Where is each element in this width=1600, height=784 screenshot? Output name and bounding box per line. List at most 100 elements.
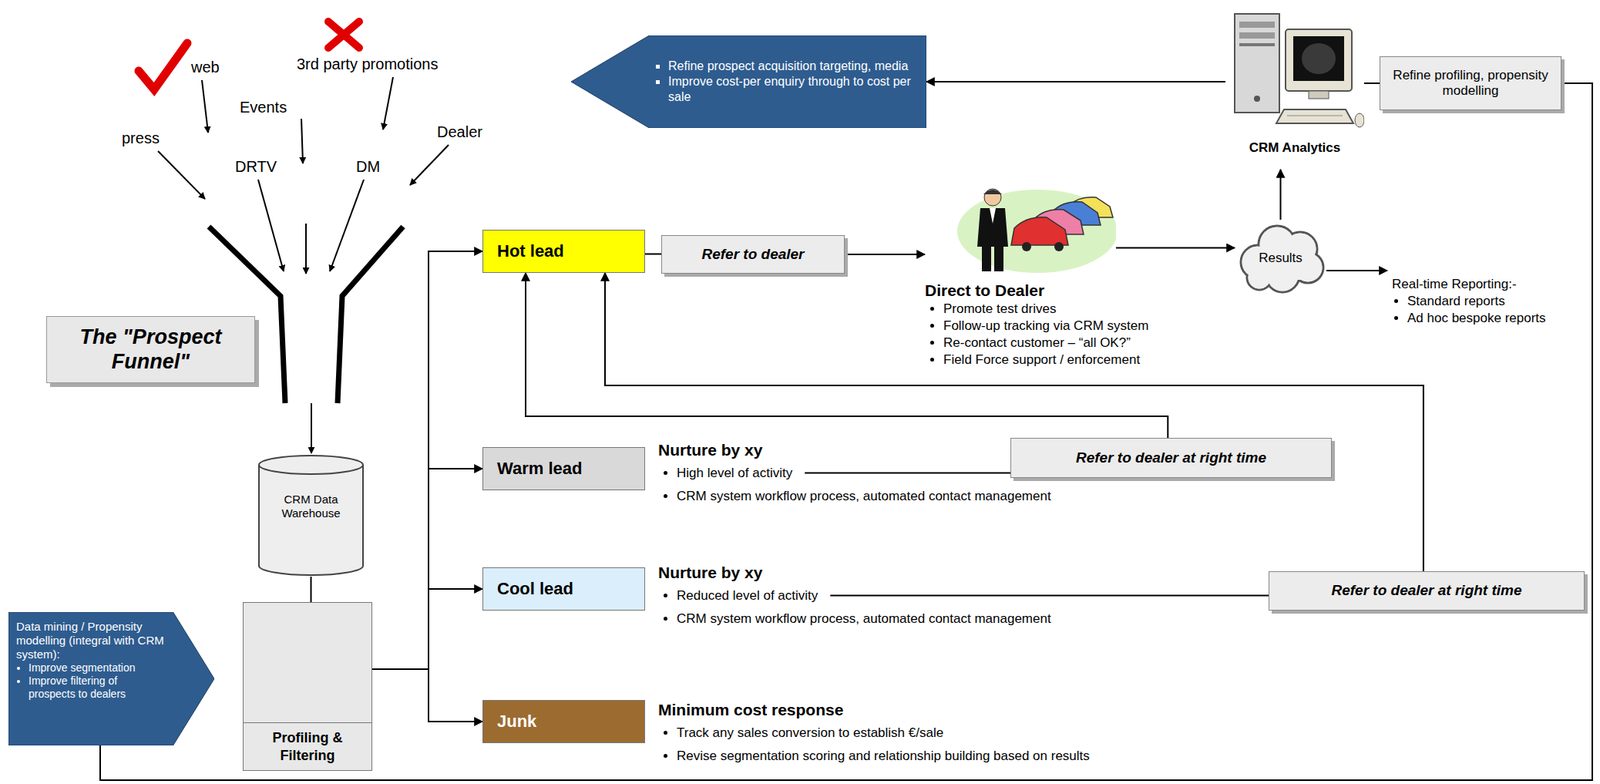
connector	[1115, 247, 1235, 249]
source-arrow	[383, 77, 394, 130]
source-label: Events	[239, 98, 287, 117]
node-label: Profiling & Filtering	[243, 722, 372, 770]
bullet-list: Improve segmentationImprove filtering of…	[16, 661, 167, 700]
node-label: CRM Analytics	[1225, 140, 1365, 156]
bullet-text: CRM system workflow process, automated c…	[676, 488, 1052, 504]
bullet-item: Follow-up tracking via CRM system	[943, 317, 1257, 335]
source-arrow	[157, 151, 206, 199]
bullet-item: Reduced level of activity	[676, 584, 1090, 608]
bullet-item: Track any sales conversion to establish …	[676, 721, 1244, 745]
bullet-text: CRM system workflow process, automated c…	[676, 611, 1052, 626]
source-arrow	[305, 223, 307, 274]
source-arrow	[410, 144, 449, 185]
dealer-node: Direct to DealerPromote test drivesFollo…	[924, 178, 1257, 369]
connector	[372, 468, 483, 669]
source-arrow	[301, 118, 303, 164]
bullet-text: Improve cost-per enquiry through to cost…	[668, 74, 911, 104]
connector	[372, 588, 483, 669]
node-label: Results	[1258, 250, 1303, 266]
connector	[605, 272, 1424, 572]
lead-box: Warm lead	[482, 447, 646, 491]
lead-box: Hot lead	[482, 229, 646, 273]
source-arrow	[201, 80, 209, 133]
cross-mark	[328, 21, 360, 48]
node-label: Hot lead	[497, 241, 565, 262]
bullet-item: Field Force support / enforcement	[943, 351, 1257, 369]
bullet-item: Revise segmentation scoring and relation…	[676, 744, 1244, 768]
connector	[372, 251, 483, 669]
lead-box: Junk	[482, 699, 646, 743]
node-label: Junk	[497, 711, 537, 732]
database-cylinder: CRM Data Warehouse	[257, 453, 365, 577]
connector	[372, 668, 483, 722]
source-label: web	[191, 58, 220, 77]
arrow-callout: Data mining / Propensity modelling (inte…	[8, 611, 215, 746]
arrow-callout: Refine prospect acquisition targeting, m…	[571, 35, 927, 128]
bullet-item: Improve cost-per enquiry through to cost…	[668, 73, 916, 105]
source-label: Dealer	[436, 123, 483, 142]
connector	[804, 472, 1011, 474]
source-label: press	[121, 129, 160, 148]
bullet-text: Ad hoc bespoke reports	[1407, 310, 1547, 326]
source-arrow	[258, 179, 284, 272]
bullet-text: Reduced level of activity	[676, 588, 818, 603]
connector	[100, 83, 1593, 780]
bullet-text: Improve filtering of prospects to dealer…	[28, 674, 126, 700]
tick-mark	[138, 43, 188, 90]
bullet-item: Improve segmentation	[28, 661, 167, 675]
computer-node: CRM Analytics	[1225, 7, 1365, 170]
connector	[1326, 269, 1388, 272]
connector	[310, 576, 313, 602]
funnel-right	[337, 226, 404, 404]
bullet-text: Re-contact customer – “all OK?”	[943, 335, 1131, 350]
bullet-text: Promote test drives	[943, 301, 1056, 316]
source-label: DRTV	[235, 157, 277, 176]
bullet-text: Field Force support / enforcement	[943, 352, 1140, 367]
node-label: Refer to dealer at right time	[1331, 581, 1522, 600]
report-list: Real-time Reporting:-Standard reportsAd …	[1387, 245, 1580, 332]
bullet-item: Promote test drives	[943, 300, 1257, 318]
bullet-text: Follow-up tracking via CRM system	[943, 318, 1149, 333]
nurture-block: Nurture by xyReduced level of activityCR…	[658, 561, 1090, 631]
dealer-picture	[954, 183, 1116, 276]
node-label: Refer to dealer at right time	[1075, 449, 1267, 468]
connector	[844, 253, 925, 256]
source-label: 3rd party promotions	[296, 55, 438, 74]
title-box: The "Prospect Funnel"	[46, 315, 256, 384]
results-cloud: Results	[1234, 219, 1327, 296]
connector	[525, 272, 1168, 438]
node-label: Refine profiling, propensity modelling	[1388, 67, 1553, 100]
response-block: Minimum cost responseTrack any sales con…	[658, 698, 1244, 768]
node-label: Nurture by xy	[658, 561, 1090, 585]
node-label: Refer to dealer	[701, 245, 804, 264]
action-box: Refer to dealer	[661, 235, 845, 274]
bullet-text: Refine prospect acquisition targeting, m…	[668, 59, 908, 73]
node-label: Data mining / Propensity modelling (inte…	[16, 619, 167, 662]
node-label: The "Prospect Funnel"	[56, 324, 246, 375]
bullet-list: Track any sales conversion to establish …	[658, 721, 1244, 768]
source-arrow	[329, 179, 364, 272]
bullet-list: Refine prospect acquisition targeting, m…	[654, 58, 916, 105]
bullet-item: Ad hoc bespoke reports	[1407, 309, 1576, 327]
connector	[830, 594, 1269, 597]
comp-picture	[1225, 7, 1365, 135]
bullet-item: Re-contact customer – “all OK?”	[943, 334, 1257, 352]
note-box: Refine profiling, propensity modelling	[1379, 56, 1562, 111]
node-label: Real-time Reporting:-	[1391, 275, 1576, 293]
bullet-text: Revise segmentation scoring and relation…	[676, 748, 1090, 764]
bullet-text: Track any sales conversion to establish …	[676, 725, 944, 740]
connector	[1280, 169, 1282, 220]
bullet-list: Promote test drivesFollow-up tracking vi…	[924, 300, 1257, 369]
lead-box: Cool lead	[482, 567, 646, 611]
node-label: Cool lead	[497, 578, 574, 599]
bullet-text: High level of activity	[676, 465, 793, 481]
funnel-outlet-arrow	[310, 403, 313, 454]
node-label: Direct to Dealer	[924, 280, 1257, 301]
bullet-item: Improve filtering of prospects to dealer…	[28, 674, 167, 701]
bullet-list: Reduced level of activityCRM system work…	[658, 584, 1090, 631]
bullet-list: Standard reportsAd hoc bespoke reports	[1391, 292, 1576, 327]
source-label: DM	[356, 157, 380, 176]
node-label: Minimum cost response	[658, 698, 1244, 722]
bullet-item: Refine prospect acquisition targeting, m…	[668, 58, 916, 74]
